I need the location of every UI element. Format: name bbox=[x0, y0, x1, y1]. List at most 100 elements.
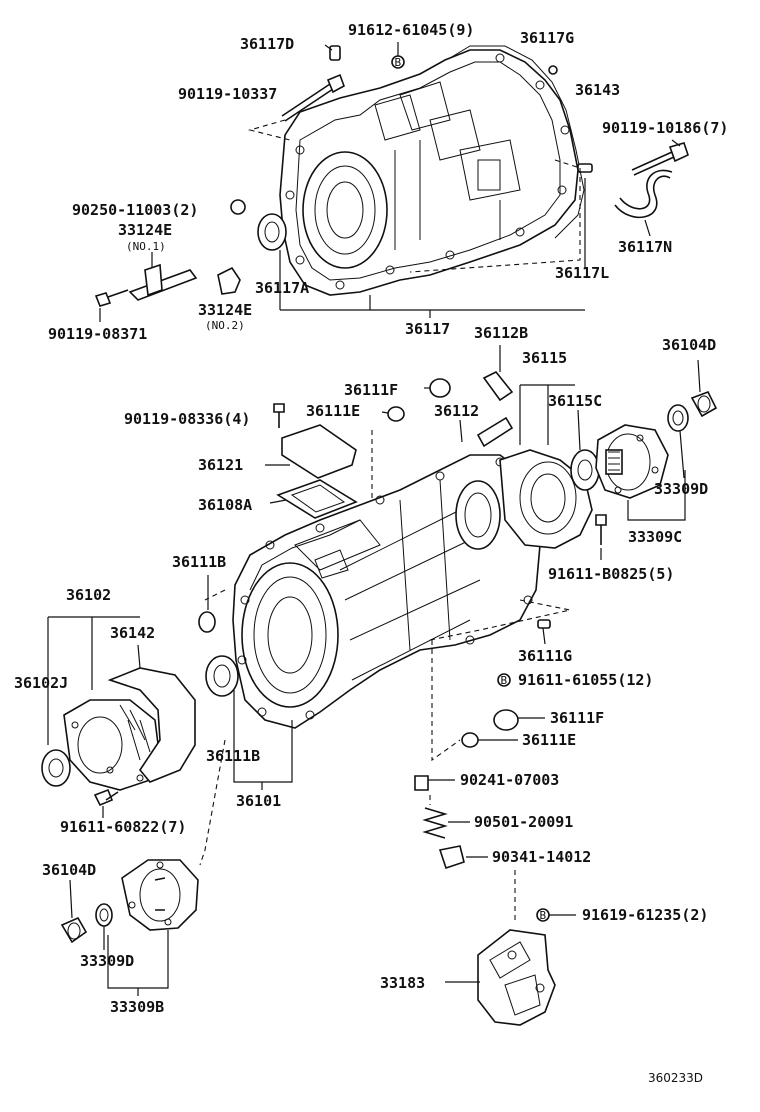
hose-36117N bbox=[614, 169, 673, 219]
bolt-91611-60822 bbox=[93, 788, 119, 818]
gasket-36108A bbox=[269, 479, 358, 519]
seal-36115C bbox=[570, 409, 600, 491]
label-36101: 36101 bbox=[236, 792, 281, 810]
label-91619-61235: 91619-61235(2) bbox=[582, 906, 708, 924]
group-bracket-36117 bbox=[280, 295, 585, 318]
breather-tube-36112B bbox=[482, 345, 514, 402]
label-33309B: 33309B bbox=[110, 998, 164, 1016]
label-90341-14012: 90341-14012 bbox=[492, 848, 591, 866]
plug-36111F-bottom bbox=[493, 709, 545, 731]
bolt-marker-91611-61055: B bbox=[497, 673, 511, 687]
label-90119-08336: 90119-08336(4) bbox=[124, 410, 250, 428]
transfer-case-36101 bbox=[232, 454, 541, 729]
top-cover-36121 bbox=[265, 424, 357, 479]
label-90119-10186: 90119-10186(7) bbox=[602, 119, 728, 137]
label-36115C: 36115C bbox=[548, 392, 602, 410]
pin-36117G bbox=[548, 65, 558, 75]
companion-flange-33309B bbox=[107, 859, 199, 996]
bracket-33124E-no1 bbox=[128, 252, 198, 301]
label-90119-10337: 90119-10337 bbox=[178, 85, 277, 103]
label-91611-60822: 91611-60822(7) bbox=[60, 818, 186, 836]
plug-36111B-top bbox=[198, 575, 216, 633]
bolt-marker-91619: B bbox=[536, 908, 576, 922]
label-36112B: 36112B bbox=[474, 324, 528, 342]
nut-36104D-top bbox=[690, 359, 718, 418]
label-36117: 36117 bbox=[405, 320, 450, 338]
gasket-36111E-bottom bbox=[461, 732, 518, 748]
label-36117G: 36117G bbox=[520, 29, 574, 47]
extension-housing-36115 bbox=[499, 384, 593, 549]
plug-90250 bbox=[230, 199, 246, 215]
leader-36117N bbox=[644, 219, 651, 237]
bolt-90119-10186 bbox=[631, 139, 689, 176]
gasket-36111E-top bbox=[381, 406, 405, 422]
label-33183: 33183 bbox=[380, 974, 425, 992]
label-91612-61045: 91612-61045(9) bbox=[348, 21, 474, 39]
label-no2: (NO.2) bbox=[205, 319, 245, 332]
label-36111B-top: 36111B bbox=[172, 553, 226, 571]
svg-text:B: B bbox=[395, 56, 402, 69]
label-36117D: 36117D bbox=[240, 35, 294, 53]
label-33124E-no1: 33124E bbox=[118, 221, 172, 239]
bracket-33124E-no2 bbox=[217, 266, 241, 295]
adapter-housing-36117 bbox=[279, 49, 579, 296]
diagram-reference-code: 360233D bbox=[648, 1071, 703, 1085]
label-36115: 36115 bbox=[522, 349, 567, 367]
label-36111F-bottom: 36111F bbox=[550, 709, 604, 727]
bolt-marker-91612: B bbox=[391, 42, 405, 69]
label-90119-08371: 90119-08371 bbox=[48, 325, 147, 343]
label-36111B-bottom: 36111B bbox=[206, 747, 260, 765]
bolt-90119-08371 bbox=[94, 289, 129, 322]
label-36104D-top: 36104D bbox=[662, 336, 716, 354]
label-91611-61055: 91611-61055(12) bbox=[518, 671, 653, 689]
label-36117L: 36117L bbox=[555, 264, 609, 282]
gasket-36142 bbox=[107, 644, 196, 783]
label-33309C: 33309C bbox=[628, 528, 682, 546]
label-33124E-no2: 33124E bbox=[198, 301, 252, 319]
guide-case-down bbox=[431, 640, 461, 762]
label-33309D-bottom: 33309D bbox=[80, 952, 134, 970]
label-36111G: 36111G bbox=[518, 647, 572, 665]
label-36108A: 36108A bbox=[198, 496, 252, 514]
washer-33309D-bottom bbox=[95, 903, 113, 950]
companion-flange-33309C bbox=[595, 424, 686, 521]
label-36117A: 36117A bbox=[255, 279, 309, 297]
pin-36117L bbox=[409, 159, 593, 273]
label-36111E-top: 36111E bbox=[306, 402, 360, 420]
label-36111E-bottom: 36111E bbox=[522, 731, 576, 749]
label-90241-07003: 90241-07003 bbox=[460, 771, 559, 789]
label-91611-B0825: 91611-B0825(5) bbox=[548, 565, 674, 583]
seal-36117A bbox=[257, 213, 287, 310]
label-36111F-top: 36111F bbox=[344, 381, 398, 399]
label-36112: 36112 bbox=[434, 402, 479, 420]
seal-front-case bbox=[41, 749, 71, 787]
guide-detent bbox=[429, 795, 516, 920]
label-36121: 36121 bbox=[198, 456, 243, 474]
gasket-36143 bbox=[449, 45, 585, 239]
spring-90501-20091 bbox=[422, 807, 470, 839]
label-33309D-top: 33309D bbox=[654, 480, 708, 498]
mount-bracket-33183 bbox=[445, 929, 556, 1026]
bolt-91611-B0825 bbox=[595, 514, 607, 560]
front-case-36102 bbox=[63, 699, 161, 791]
label-no1: (NO.1) bbox=[126, 240, 166, 253]
label-36143: 36143 bbox=[575, 81, 620, 99]
bolt-90119-08336 bbox=[273, 403, 285, 428]
breather-tube-36112 bbox=[459, 416, 514, 448]
label-36117N: 36117N bbox=[618, 238, 672, 256]
label-36142: 36142 bbox=[110, 624, 155, 642]
label-90250-11003: 90250-11003(2) bbox=[72, 201, 198, 219]
svg-text:B: B bbox=[501, 674, 508, 687]
group-bracket-36102 bbox=[47, 616, 140, 745]
plug-36111F-top bbox=[424, 378, 451, 398]
label-36102J: 36102J bbox=[14, 674, 68, 692]
label-36104D-bottom: 36104D bbox=[42, 861, 96, 879]
svg-text:B: B bbox=[540, 909, 547, 922]
seal-36111B-bottom bbox=[205, 655, 293, 790]
bolt-90119-10337 bbox=[247, 73, 345, 141]
washer-33309D-top bbox=[667, 404, 689, 479]
plug-90241-07003 bbox=[414, 775, 455, 791]
pin-36111G bbox=[537, 619, 551, 645]
plug-36117D bbox=[324, 44, 341, 61]
